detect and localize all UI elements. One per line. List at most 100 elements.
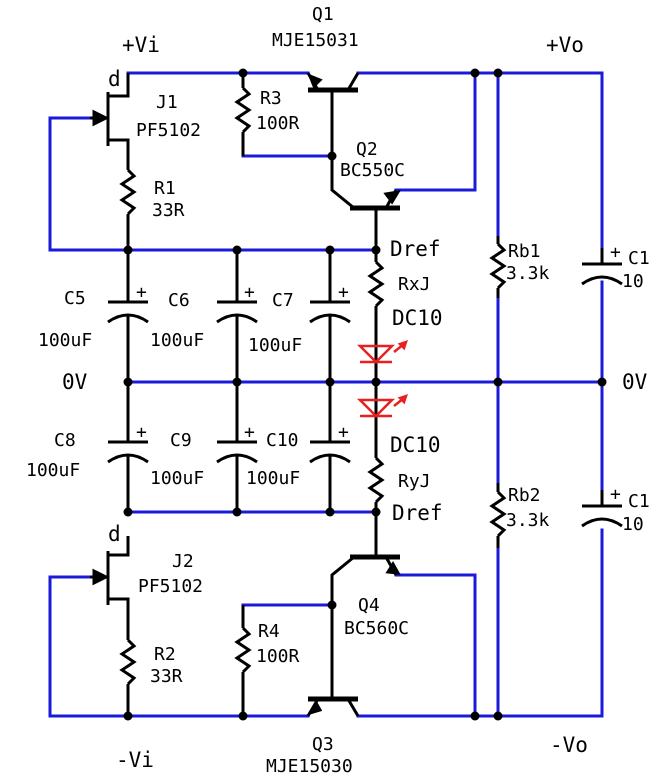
c7-polarity-mark: +	[338, 282, 349, 303]
r4-value-label: 100R	[256, 646, 300, 667]
j2-part-label: PF5102	[138, 576, 203, 597]
node-dot	[493, 377, 503, 387]
c10-polarity-mark: +	[338, 422, 349, 443]
c5-value-label: 100uF	[38, 330, 92, 351]
rb2-value-label: 3.3k	[506, 510, 550, 531]
capacitor-c1-lower	[581, 490, 623, 528]
node-dot	[232, 377, 242, 387]
c6-polarity-mark: +	[244, 282, 255, 303]
node-dot	[371, 245, 381, 255]
q3-ref-label: Q3	[312, 734, 334, 755]
transistor-q2	[330, 156, 401, 250]
c5-polarity-mark: +	[136, 282, 147, 303]
dref-lower-label: Dref	[392, 501, 443, 525]
node-dot	[327, 600, 337, 610]
node-dot	[123, 377, 133, 387]
capacitor-c7	[309, 250, 351, 382]
node-dot	[238, 68, 248, 78]
q4-ref-label: Q4	[358, 595, 380, 616]
q2-ref-label: Q2	[356, 139, 378, 160]
resistor-r3	[234, 73, 252, 156]
node-dot	[325, 245, 335, 255]
c8-polarity-mark: +	[136, 422, 147, 443]
r4-ref-label: R4	[258, 621, 280, 642]
q2-part-label: BC550C	[340, 160, 405, 181]
ground-label-left: 0V	[62, 370, 88, 394]
c8-value-label: 100uF	[26, 460, 80, 481]
c9-value-label: 100uF	[150, 468, 204, 489]
rb1-value-label: 3.3k	[506, 263, 550, 284]
c5-ref-label: C5	[64, 288, 86, 309]
node-dot	[470, 68, 480, 78]
rb2-ref-label: Rb2	[508, 485, 541, 506]
c1-lower-ref-label: C1	[628, 491, 650, 512]
jfet-j2	[90, 536, 130, 618]
r3-ref-label: R3	[260, 88, 282, 109]
c1-lower-value-label: 10	[622, 514, 644, 535]
led-upper	[356, 340, 408, 382]
components	[90, 72, 623, 717]
j2-ref-label: J2	[172, 551, 194, 572]
node-dot	[232, 507, 242, 517]
node-dot	[493, 711, 503, 721]
node-dot	[493, 68, 503, 78]
ryj-ref-label: RyJ	[398, 471, 431, 492]
ground-label-right: 0V	[622, 370, 648, 394]
q1-part-label: MJE15031	[272, 30, 359, 51]
r2-ref-label: R2	[154, 644, 176, 665]
j2-drain-label: d	[108, 522, 121, 546]
led-lower-label: DC10	[390, 433, 441, 457]
transistor-q4	[330, 512, 401, 605]
capacitor-c10	[309, 382, 351, 512]
capacitor-c1	[581, 248, 623, 286]
c9-polarity-mark: +	[244, 422, 255, 443]
led-lower	[356, 382, 408, 420]
node-dot	[123, 711, 133, 721]
q3-part-label: MJE15030	[266, 756, 353, 777]
capacitor-c8	[107, 382, 149, 512]
resistor-rb1	[489, 236, 507, 298]
j1-drain-label: d	[108, 67, 121, 91]
c10-ref-label: C10	[266, 430, 299, 451]
resistor-ryj	[367, 420, 385, 512]
c7-ref-label: C7	[272, 290, 294, 311]
node-dot	[325, 507, 335, 517]
capacitor-c6	[216, 250, 258, 382]
r2-value-label: 33R	[150, 666, 183, 687]
labels: +Vi -Vi +Vo -Vo 0V 0V Q1 MJE15031 Q2 BC5…	[26, 4, 650, 777]
c7-value-label: 100uF	[248, 335, 302, 356]
resistor-r2	[119, 618, 137, 716]
node-dot	[470, 711, 480, 721]
node-dot	[238, 711, 248, 721]
led-upper-label: DC10	[392, 306, 443, 330]
q1-ref-label: Q1	[312, 4, 334, 25]
j1-ref-label: J1	[156, 92, 178, 113]
c8-ref-label: C8	[54, 430, 76, 451]
resistor-r1	[119, 160, 137, 250]
rail-label-neg-out: -Vo	[550, 733, 588, 757]
resistor-rxj	[367, 250, 385, 344]
c6-ref-label: C6	[168, 290, 190, 311]
q4-part-label: BC560C	[344, 618, 409, 639]
node-dot	[325, 377, 335, 387]
node-dot	[371, 377, 381, 387]
capacitor-c5	[107, 250, 149, 382]
junction-dots	[123, 68, 607, 721]
node-dot	[123, 245, 133, 255]
rail-label-pos-in: +Vi	[122, 33, 160, 57]
transistor-q3	[306, 605, 360, 717]
r1-value-label: 33R	[152, 200, 185, 221]
dref-upper-label: Dref	[390, 237, 441, 261]
node-dot	[232, 245, 242, 255]
rxj-ref-label: RxJ	[398, 274, 431, 295]
node-dot	[597, 377, 607, 387]
c1-lower-polarity-mark: +	[610, 484, 621, 505]
node-dot	[371, 507, 381, 517]
c9-ref-label: C9	[170, 430, 192, 451]
jfet-j1	[90, 73, 130, 160]
node-dot	[123, 507, 133, 517]
c1-polarity-mark: +	[610, 242, 621, 263]
transistor-q1	[306, 72, 360, 156]
r1-ref-label: R1	[154, 178, 176, 199]
resistor-rb2	[489, 483, 507, 548]
